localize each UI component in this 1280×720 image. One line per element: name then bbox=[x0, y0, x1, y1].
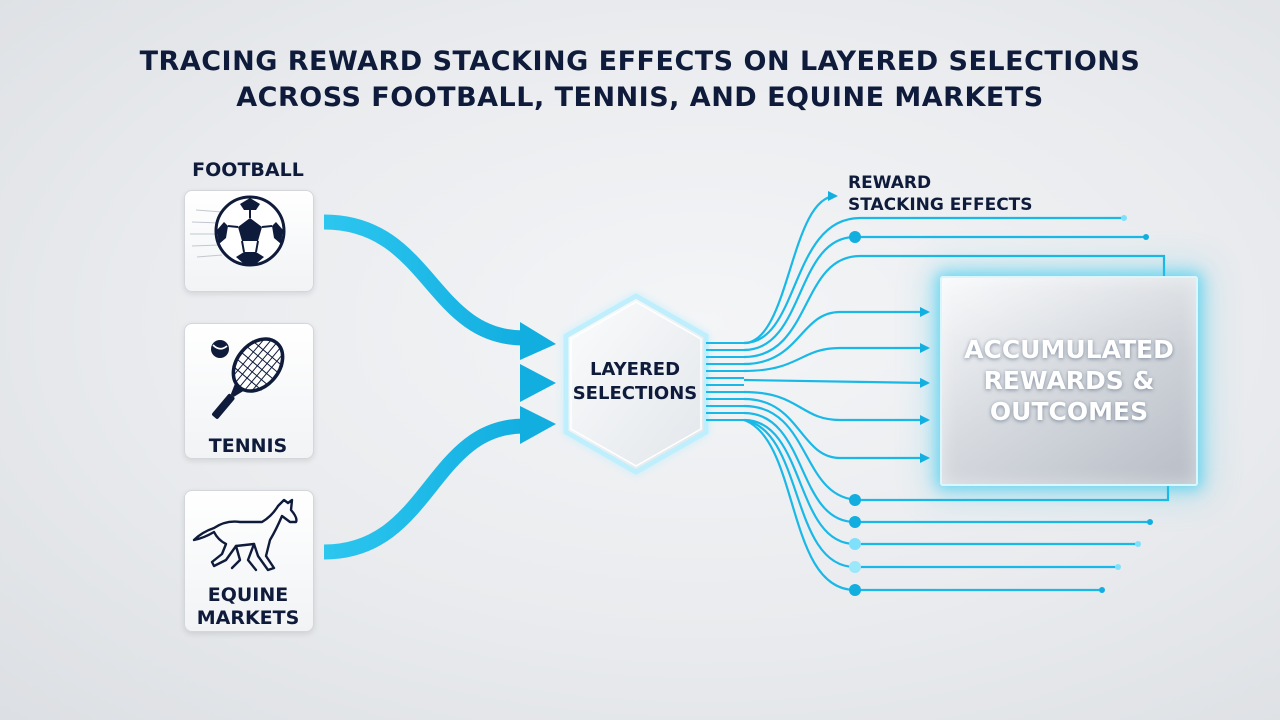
equine-label: EQUINE MARKETS bbox=[168, 584, 328, 630]
football-flow-arrow bbox=[323, 214, 525, 346]
bottom-line-5 bbox=[743, 418, 1102, 592]
tennis-arrowhead bbox=[520, 364, 556, 402]
top-line-2 bbox=[743, 235, 1146, 352]
hub-exit-lines bbox=[706, 342, 744, 421]
accumulated-rewards-label: ACCUMULATED REWARDS & OUTCOMES bbox=[942, 334, 1196, 427]
box-input-1 bbox=[743, 307, 930, 366]
hub-line-2: SELECTIONS bbox=[572, 383, 698, 404]
bottom-line-4 bbox=[743, 418, 1118, 569]
bottom-line-3 bbox=[743, 418, 1138, 546]
output-line-1: ACCUMULATED bbox=[964, 335, 1174, 364]
box-input-2 bbox=[743, 343, 930, 373]
title-line-1: TRACING REWARD STACKING EFFECTS ON LAYER… bbox=[139, 46, 1141, 77]
equine-label-line-2: MARKETS bbox=[196, 607, 300, 629]
bottom-line-2 bbox=[743, 411, 1150, 524]
football-label: FOOTBALL bbox=[192, 159, 304, 181]
diagram-title: TRACING REWARD STACKING EFFECTS ON LAYER… bbox=[0, 44, 1280, 116]
accumulated-rewards-box: ACCUMULATED REWARDS & OUTCOMES bbox=[940, 276, 1198, 486]
layered-selections-label: LAYERED SELECTIONS bbox=[555, 358, 715, 406]
tennis-label: TENNIS bbox=[208, 435, 288, 457]
equine-flow-arrow bbox=[323, 418, 525, 560]
tennis-racket-icon bbox=[211, 337, 285, 419]
top-line-1 bbox=[743, 216, 1124, 345]
layered-selections-hexagon bbox=[563, 293, 709, 475]
hub-line-1: LAYERED bbox=[589, 359, 681, 380]
soccer-ball-icon bbox=[190, 195, 286, 267]
stacking-line-2: STACKING EFFECTS bbox=[848, 195, 1033, 215]
stacking-line-1: REWARD bbox=[848, 173, 932, 193]
equine-arrowhead bbox=[520, 406, 556, 444]
output-line-2: REWARDS & bbox=[983, 366, 1155, 395]
box-input-4 bbox=[743, 390, 930, 425]
output-line-3: OUTCOMES bbox=[989, 397, 1149, 426]
football-arrowhead bbox=[520, 322, 556, 360]
title-line-2: ACROSS FOOTBALL, TENNIS, AND EQUINE MARK… bbox=[236, 82, 1044, 113]
reward-stacking-label: REWARD STACKING EFFECTS bbox=[848, 172, 1033, 216]
box-input-3 bbox=[743, 377, 930, 388]
equine-label-line-1: EQUINE bbox=[207, 584, 289, 606]
flow-nodes bbox=[849, 215, 1153, 596]
stacking-flow-line bbox=[743, 191, 838, 345]
horse-icon bbox=[192, 498, 298, 572]
box-input-5 bbox=[743, 397, 930, 463]
top-line-3 bbox=[743, 254, 1166, 359]
